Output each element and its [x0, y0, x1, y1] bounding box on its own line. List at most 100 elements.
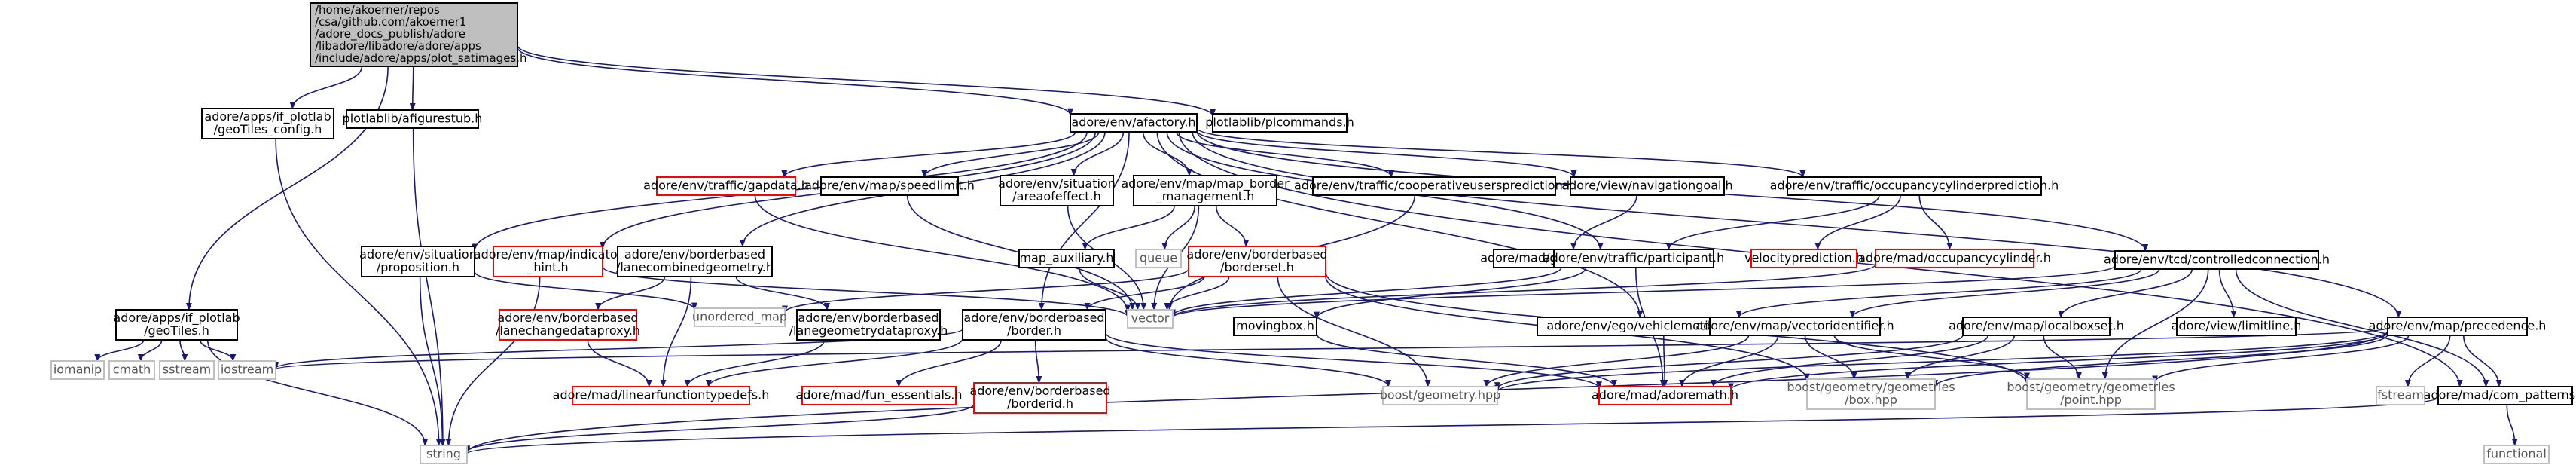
node-indicator-hint[interactable]: adore/env/map/indicator_hint.h — [474, 246, 623, 277]
node-lanecombined[interactable]: adore/env/borderbased/lanecombinedgeomet… — [616, 246, 774, 277]
node-label-line: adore/env/afactory.h — [1071, 115, 1195, 130]
edge-borderset-to-unordered_map — [782, 268, 1189, 314]
edge-controlledconn-to-com_patterns — [2235, 268, 2489, 387]
node-box — [1212, 113, 1348, 133]
node-map-auxiliary[interactable]: map_auxiliary.h — [1018, 249, 1115, 268]
node-border[interactable]: adore/env/borderbased/border.h — [962, 309, 1106, 341]
node-adoremath[interactable]: adore/mad/adoremath.h — [1592, 386, 1738, 405]
node-linearfunc[interactable]: adore/mad/linearfunctiontypedefs.h — [553, 386, 770, 405]
node-label-line: fstream — [2377, 388, 2424, 402]
node-label-line: /border.h — [1007, 323, 1061, 338]
edge-com_patterns-to-string — [464, 396, 2439, 455]
node-label-line: iomanip — [53, 363, 102, 377]
node-box — [973, 382, 1107, 414]
edge-map_auxiliary-to-vector — [1078, 267, 1141, 311]
edge-vectoridentifier-to-adoremath — [1679, 335, 1779, 387]
edge-afactory-to-gapdata — [781, 131, 1076, 178]
node-box — [499, 309, 637, 341]
node-vectoridentifier[interactable]: adore/env/map/vectoridentifier.h — [1695, 317, 1894, 336]
edge-root-to-afactory — [517, 47, 1073, 116]
node-participant[interactable]: adore/env/traffic/participant.h — [1543, 249, 1724, 268]
node-box — [656, 176, 796, 196]
node-occ-pred[interactable]: adore/env/traffic/occupancycylinderpredi… — [1770, 176, 2059, 196]
edge-afactory-to-precedence — [1192, 131, 2402, 318]
node-box — [1188, 246, 1326, 277]
node-fun-essentials[interactable]: adore/mad/fun_essentials.h — [795, 386, 963, 405]
node-label-line: adore/env/traffic/occupancycylinderpredi… — [1770, 179, 2059, 193]
edge-root-to-plcommands — [517, 44, 1216, 117]
node-label-line: adore/mad/occupancycylinder.h — [1858, 251, 2051, 265]
node-com-patterns[interactable]: adore/mad/com_patterns.h — [2424, 386, 2576, 405]
node-box — [1070, 113, 1198, 133]
edge-indicator_hint-to-string — [445, 276, 541, 446]
node-geotiles[interactable]: adore/apps/if_plotlab/geoTiles.h — [113, 309, 240, 341]
node-box — [2176, 317, 2297, 336]
node-box — [159, 360, 215, 380]
node-borderid[interactable]: adore/env/borderbased/borderid.h — [969, 382, 1111, 414]
node-lanegeometry[interactable]: adore/env/borderbased/lanegeometrydatapr… — [789, 309, 948, 341]
node-box — [1553, 249, 1714, 268]
node-plcommands[interactable]: plotlablib/plcommands.h — [1205, 113, 1354, 133]
node-gapdata[interactable]: adore/env/traffic/gapdata.h — [643, 176, 809, 196]
node-areaofeffect[interactable]: adore/env/situation/areaofeffect.h — [998, 175, 1116, 206]
nodes-layer: /home/akoerner/repos/csa/github.com/akoe… — [50, 2, 2576, 464]
node-label-line: adore/env/map/indicator — [474, 247, 623, 262]
node-precedence[interactable]: adore/env/map/precedence.h — [2369, 317, 2547, 336]
node-lanechange[interactable]: adore/env/borderbased/lanechangedataprox… — [496, 309, 640, 341]
edge-controlledconn-to-vehiclemotion — [1735, 268, 2142, 318]
node-label-line: /home/akoerner/repos — [315, 3, 440, 17]
node-label-line: adore/apps/if_plotlab — [204, 109, 331, 124]
node-limitline[interactable]: adore/view/limitline.h — [2172, 317, 2302, 336]
node-label-line: adore/env/borderbased — [624, 247, 765, 262]
edge-controlledconn-to-vectoridentifier — [1849, 268, 2160, 318]
node-label-line: plotlablib/plcommands.h — [1205, 115, 1354, 130]
edge-geotiles-to-iostream — [199, 339, 237, 362]
node-occ-cyl[interactable]: adore/mad/occupancycylinder.h — [1858, 249, 2051, 268]
node-localboxset[interactable]: adore/env/map/localboxset.h — [1949, 317, 2124, 336]
node-borderset[interactable]: adore/env/borderbased/borderset.h — [1186, 246, 1328, 277]
node-label-line: /geoTiles_config.h — [214, 122, 322, 137]
edge-lanecombined-to-linearfunc — [660, 276, 692, 387]
node-label-line: adore/mad/linearfunctiontypedefs.h — [553, 388, 770, 402]
node-box — [108, 360, 155, 380]
node-navgoal[interactable]: adore/view/navigationgoal.h — [1561, 176, 1733, 196]
node-controlledconn[interactable]: adore/env/tcd/controlledconnection.h — [2104, 250, 2330, 270]
node-label-line: adore/env/map/speedlimit.h — [804, 179, 975, 193]
node-box — [1133, 175, 1277, 206]
node-root[interactable]: /home/akoerner/repos/csa/github.com/akoe… — [310, 2, 527, 67]
edge-precedence-to-boost_box — [1932, 334, 2388, 388]
edge-map_border_mgmt-to-queue — [1161, 205, 1196, 250]
node-box — [1018, 249, 1115, 268]
node-box — [1382, 386, 1498, 405]
node-box — [493, 246, 603, 277]
node-movingbox[interactable]: movingbox.h — [1233, 317, 1317, 336]
node-speedlimit[interactable]: adore/env/map/speedlimit.h — [804, 176, 975, 196]
node-box — [1127, 309, 1174, 329]
edge-border-to-linearfunc — [705, 338, 963, 387]
node-map-border-mgmt[interactable]: adore/env/map/map_border_management.h — [1121, 175, 1290, 206]
node-queue: queue — [1135, 249, 1182, 268]
node-situation-prop[interactable]: adore/env/situation/proposition.h — [359, 246, 477, 277]
node-velocitypred[interactable]: velocityprediction.h — [1744, 249, 1863, 268]
node-boost-geometry: boost/geometry.hpp — [1380, 386, 1500, 405]
node-boost-box: boost/geometry/geometries/box.hpp — [1787, 378, 1955, 410]
node-string: string — [420, 445, 468, 464]
node-label-line: sstream — [163, 363, 211, 377]
node-afigurestub[interactable]: plotlablib/afigurestub.h — [343, 109, 483, 129]
node-box — [361, 246, 475, 277]
node-coop-users[interactable]: adore/env/traffic/cooperativeuserspredic… — [1294, 176, 1574, 196]
edge-controlledconn-to-vector — [1170, 265, 2116, 319]
edge-borderset-to-boost_geometry — [1277, 276, 1431, 387]
node-afactory[interactable]: adore/env/afactory.h — [1070, 113, 1198, 133]
node-iomanip: iomanip — [50, 360, 105, 380]
edge-afactory-to-coop_users — [1176, 131, 1394, 178]
node-box — [1787, 176, 2042, 196]
node-iostream: iostream — [218, 360, 276, 380]
node-geotiles-config[interactable]: adore/apps/if_plotlab/geoTiles_config.h — [201, 108, 334, 139]
edge-occ_cyl-to-vector — [1170, 264, 1876, 318]
edge-borderset-to-border — [1084, 276, 1205, 311]
node-label-line: adore/view/limitline.h — [2172, 319, 2302, 333]
edge-controlledconn-to-limitline — [2218, 268, 2237, 318]
edge-occ_pred-to-velocitypred — [1814, 194, 1901, 250]
node-box — [572, 386, 750, 405]
